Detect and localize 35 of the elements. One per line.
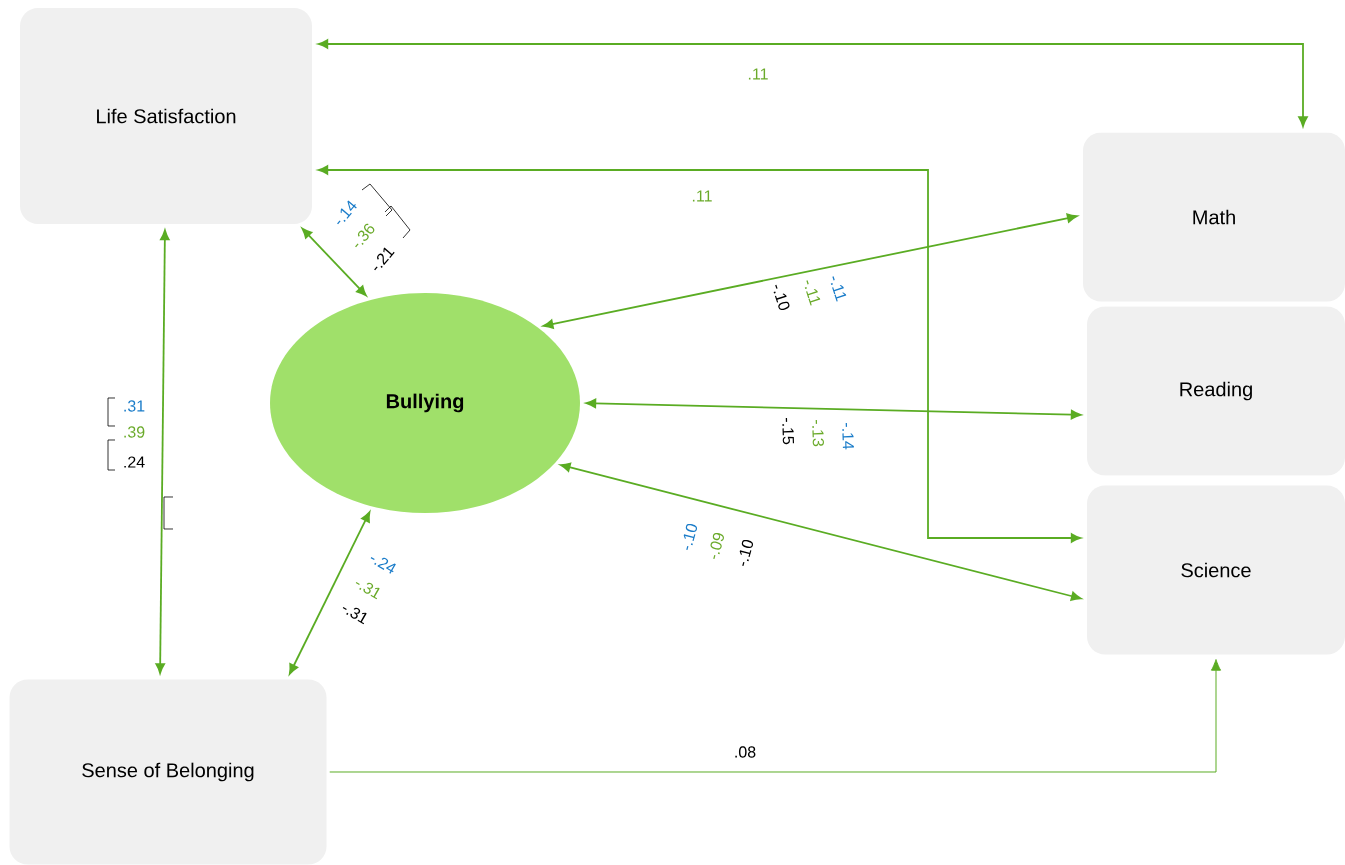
edge-label: .08 bbox=[732, 745, 758, 759]
variable-box: Math bbox=[1083, 132, 1345, 302]
coefficient-label: -.10 bbox=[739, 539, 754, 567]
coefficient-label: -.21 bbox=[374, 247, 395, 271]
coefficient-label: .31 bbox=[124, 400, 145, 412]
coefficient-label: -.36 bbox=[355, 223, 375, 248]
edge-label: .11 bbox=[690, 189, 714, 203]
arrow bbox=[559, 462, 1082, 601]
arrow bbox=[585, 398, 1082, 420]
variable-box: Science bbox=[1087, 485, 1345, 655]
coefficient-label: -.24 bbox=[370, 557, 396, 574]
coefficient-label: -.31 bbox=[342, 607, 367, 625]
coefficient-label: -.10 bbox=[683, 523, 698, 551]
coefficient-label: -.13 bbox=[812, 419, 824, 447]
edge-label: .11 bbox=[746, 67, 770, 81]
coefficient-label: -.09 bbox=[710, 533, 724, 560]
arrow bbox=[288, 511, 371, 675]
coefficient-label: -.14 bbox=[337, 200, 357, 225]
arrow bbox=[542, 213, 1078, 329]
coefficient-label: -.11 bbox=[804, 280, 821, 306]
variable-box: Reading bbox=[1087, 306, 1345, 476]
coefficient-label: -.31 bbox=[355, 582, 380, 600]
variable-box: Sense of Belonging bbox=[9, 679, 327, 865]
arrow bbox=[317, 39, 1308, 127]
arrow bbox=[317, 165, 1082, 543]
coefficient-label: .39 bbox=[124, 426, 145, 438]
coefficient-label: -.10 bbox=[773, 284, 790, 311]
coefficient-label: -.15 bbox=[782, 417, 795, 445]
coefficient-label: -.14 bbox=[842, 422, 854, 450]
arrow bbox=[329, 659, 1222, 773]
coefficient-label: .24 bbox=[124, 456, 145, 468]
coefficient-label: -.11 bbox=[830, 276, 847, 302]
arrow bbox=[301, 227, 367, 297]
arrow bbox=[155, 229, 170, 674]
variable-box: Life Satisfaction bbox=[20, 8, 312, 224]
